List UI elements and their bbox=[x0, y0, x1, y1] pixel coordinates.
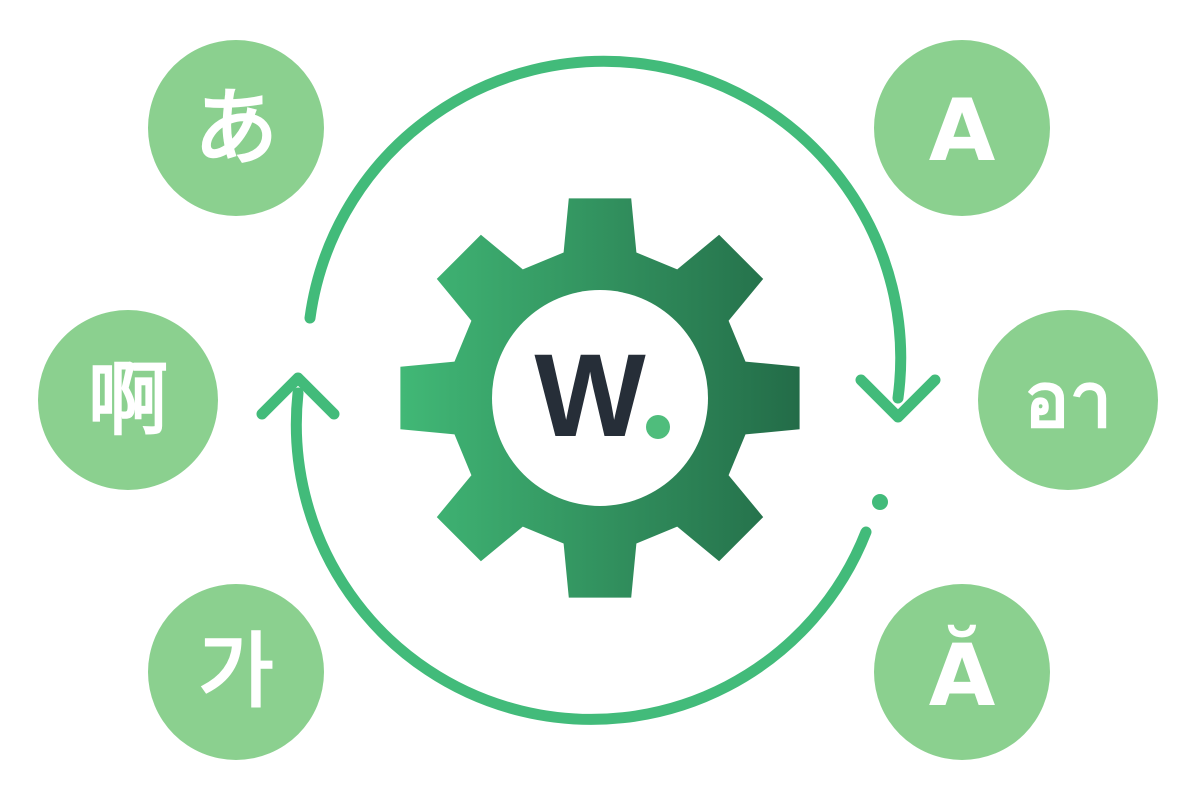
language-bubble: อา bbox=[978, 310, 1158, 490]
language-glyph: あ bbox=[194, 79, 278, 177]
language-bubble-circle bbox=[148, 584, 324, 760]
language-bubble-circle bbox=[874, 584, 1050, 760]
gear-icon: W bbox=[400, 198, 800, 598]
language-bubble-circle bbox=[978, 310, 1158, 490]
language-bubbles-left: あ 啊 가 bbox=[38, 40, 324, 760]
language-glyph: A bbox=[929, 81, 996, 181]
language-bubbles-right: A อา Ă bbox=[874, 40, 1158, 760]
language-bubble: 가 bbox=[148, 584, 324, 760]
clockwise-arc-bottom bbox=[290, 387, 872, 725]
language-bubble: あ bbox=[148, 40, 324, 216]
arc-end-dot bbox=[872, 494, 888, 510]
language-bubble-circle bbox=[874, 40, 1050, 216]
language-bubble: A bbox=[874, 40, 1050, 216]
arrowhead-up-icon bbox=[256, 372, 340, 420]
cycle-arrows bbox=[256, 55, 941, 725]
language-bubble-circle bbox=[38, 310, 218, 490]
clockwise-arc-top bbox=[304, 55, 907, 404]
arrowhead-down-icon bbox=[855, 374, 941, 423]
logo-hub bbox=[492, 290, 708, 506]
language-glyph: อา bbox=[1024, 356, 1112, 445]
language-bubble: Ă bbox=[874, 584, 1050, 760]
logo-letter: W bbox=[534, 330, 646, 462]
language-bubble: 啊 bbox=[38, 310, 218, 490]
language-bubble-circle bbox=[148, 40, 324, 216]
language-glyph: 가 bbox=[198, 625, 273, 720]
language-glyph: 啊 bbox=[88, 354, 168, 447]
logo-dot bbox=[646, 415, 670, 439]
language-glyph: Ă bbox=[929, 625, 996, 726]
